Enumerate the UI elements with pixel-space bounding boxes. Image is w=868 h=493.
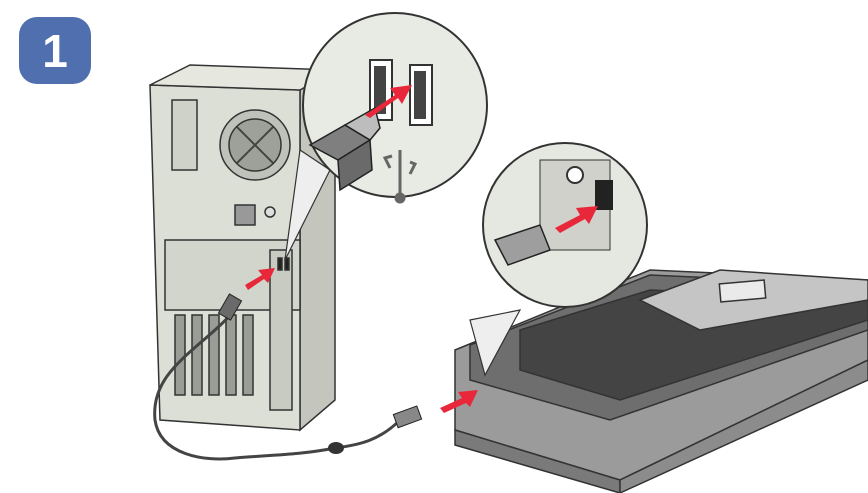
scanner: [455, 270, 868, 493]
